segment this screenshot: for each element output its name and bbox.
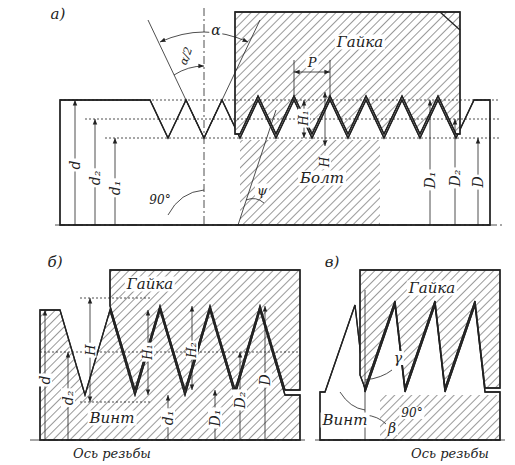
thread-profiles (40, 12, 500, 440)
thread-label: P (306, 56, 319, 69)
nut-profile (110, 270, 300, 390)
thread-label: Винт (88, 411, 137, 426)
thread-label: H₁ (298, 108, 310, 127)
thread-label: Ось резьбы (71, 447, 153, 460)
nut-chamfer (440, 12, 460, 30)
thread-label: β (386, 421, 398, 435)
nut-hatch (110, 270, 300, 390)
thread-label: D₁ (208, 408, 222, 429)
screw-hatch (380, 395, 500, 440)
thread-label: H (84, 342, 97, 357)
thread-label: в) (323, 255, 342, 270)
thread-label: d (38, 374, 52, 387)
thread-label: H (319, 155, 331, 169)
thread-label: D (258, 372, 272, 387)
thread-label: d₁ (108, 179, 122, 198)
thread-label: Гайка (335, 35, 385, 50)
thread-label: Гайка (125, 277, 175, 292)
thread-label: α/2 (177, 44, 195, 69)
thread-label: 90° (147, 194, 172, 206)
thread-label: D₂ (233, 390, 247, 411)
thread-label: 90° (399, 407, 424, 419)
bolt-section-hatch (240, 140, 380, 225)
thread-label: H₁ (142, 342, 154, 361)
thread-label: Винт (321, 413, 370, 428)
thread-label: H₂ (186, 340, 198, 359)
thread-label: ψ (255, 184, 269, 197)
dimension-lines (30, 8, 505, 440)
nut-hatch (360, 270, 500, 388)
thread-label: D₁ (423, 170, 437, 191)
thread-label: d₂ (61, 389, 75, 408)
thread-label: а) (49, 7, 68, 22)
thread-label: Ось резьбы (409, 447, 491, 460)
thread-label: D (471, 174, 485, 189)
nut-profile (235, 12, 460, 134)
nut-profile (360, 270, 500, 388)
thread-label: б) (45, 255, 64, 270)
thread-label: α (209, 23, 222, 37)
thread-label: d₁ (161, 409, 175, 428)
thread-label: D₂ (448, 168, 462, 189)
thread-label: d₂ (88, 169, 102, 188)
thread-label: d (68, 159, 82, 172)
nut-hatch (235, 12, 460, 134)
thread-label: γ (392, 351, 404, 365)
thread-label: Гайка (407, 281, 457, 296)
thread-label: Болт (298, 171, 346, 186)
